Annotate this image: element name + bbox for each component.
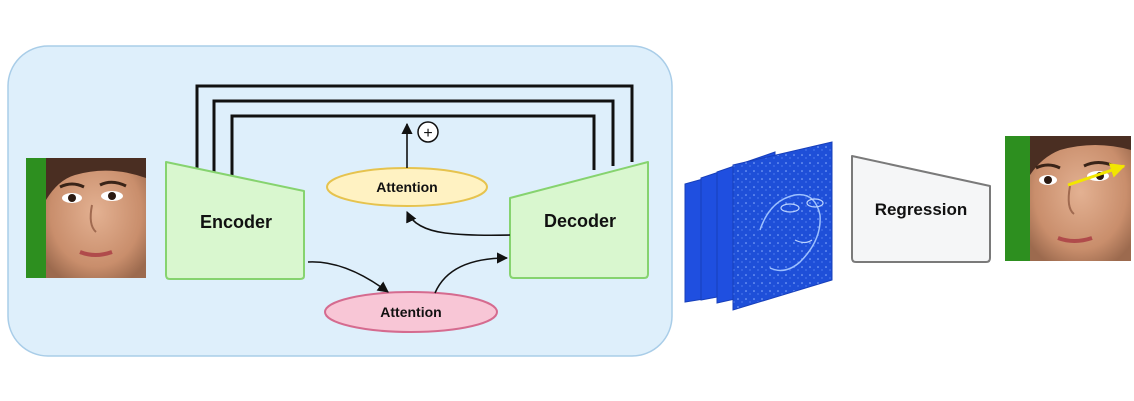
- attention-bottom-node: [324, 291, 498, 333]
- skip-connections: [195, 84, 634, 176]
- regression-block: [851, 155, 991, 263]
- input-face-photo: [26, 158, 146, 278]
- attention-bottom-label: Attention: [380, 304, 441, 320]
- decoder-label: Decoder: [544, 211, 616, 231]
- feature-map-stack: [684, 141, 833, 311]
- regression-label: Regression: [875, 200, 968, 219]
- flow-arrows: [307, 122, 511, 294]
- sum-symbol: +: [423, 125, 432, 142]
- encoder-label: Encoder: [200, 212, 272, 232]
- encoder-block: [165, 161, 305, 280]
- gaze-arrow-icon: [1067, 163, 1126, 187]
- attention-top-label: Attention: [376, 179, 437, 195]
- decoder-block: [509, 161, 649, 279]
- sum-node: [417, 121, 439, 143]
- output-face-photo: [1005, 136, 1131, 261]
